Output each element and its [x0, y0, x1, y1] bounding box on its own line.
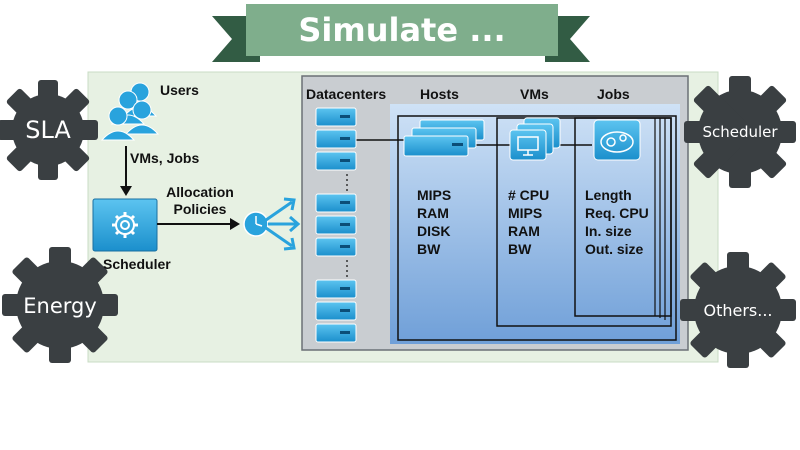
gear-energy-label: Energy: [23, 294, 97, 318]
host-attributes: MIPS RAM DISK BW: [417, 186, 451, 258]
host-servers: [403, 119, 485, 157]
header-hosts: Hosts: [420, 86, 459, 102]
vm-attr: MIPS: [508, 205, 543, 221]
job-icons: [593, 119, 641, 161]
allocation-label-line2: Policies: [173, 201, 227, 217]
allocation-label: Allocation Policies: [160, 184, 240, 218]
job-attributes: Length Req. CPU In. size Out. size: [585, 186, 649, 258]
job-attr: In. size: [585, 223, 632, 239]
datacenter-servers: [315, 107, 357, 343]
users-label: Users: [160, 82, 199, 98]
host-attr: DISK: [417, 223, 451, 239]
gear-sla-shape: [0, 80, 98, 180]
job-attr: Length: [585, 187, 632, 203]
job-attr: Req. CPU: [585, 205, 649, 221]
host-attr: BW: [417, 241, 441, 257]
host-attr: RAM: [417, 205, 449, 221]
header-jobs: Jobs: [597, 86, 630, 102]
scheduler-label: Scheduler: [103, 256, 171, 272]
users-icon: [100, 82, 160, 141]
banner-bar: [246, 4, 558, 56]
vm-icons: [509, 117, 561, 161]
vm-attr: RAM: [508, 223, 540, 239]
gear-scheduler-label: Scheduler: [702, 123, 778, 141]
header-datacenters: Datacenters: [306, 86, 387, 102]
allocation-label-line1: Allocation: [166, 184, 234, 200]
vm-attr: # CPU: [508, 187, 550, 203]
banner-title: Simulate ...: [298, 11, 506, 49]
gear-sla-label: SLA: [25, 116, 71, 144]
host-attr: MIPS: [417, 187, 452, 203]
vm-attributes: # CPU MIPS RAM BW: [508, 186, 549, 258]
distribution-icon: [243, 197, 301, 251]
job-attr: Out. size: [585, 241, 644, 257]
gear-energy-shape: [2, 247, 118, 363]
vm-attr: BW: [508, 241, 532, 257]
gear-others-label: Others...: [703, 300, 773, 320]
header-vms: VMs: [520, 86, 549, 102]
vms-jobs-label: VMs, Jobs: [130, 150, 200, 166]
scheduler-box: [92, 198, 158, 252]
gear-others-shape: [680, 252, 796, 368]
gear-scheduler-shape: [684, 76, 796, 188]
